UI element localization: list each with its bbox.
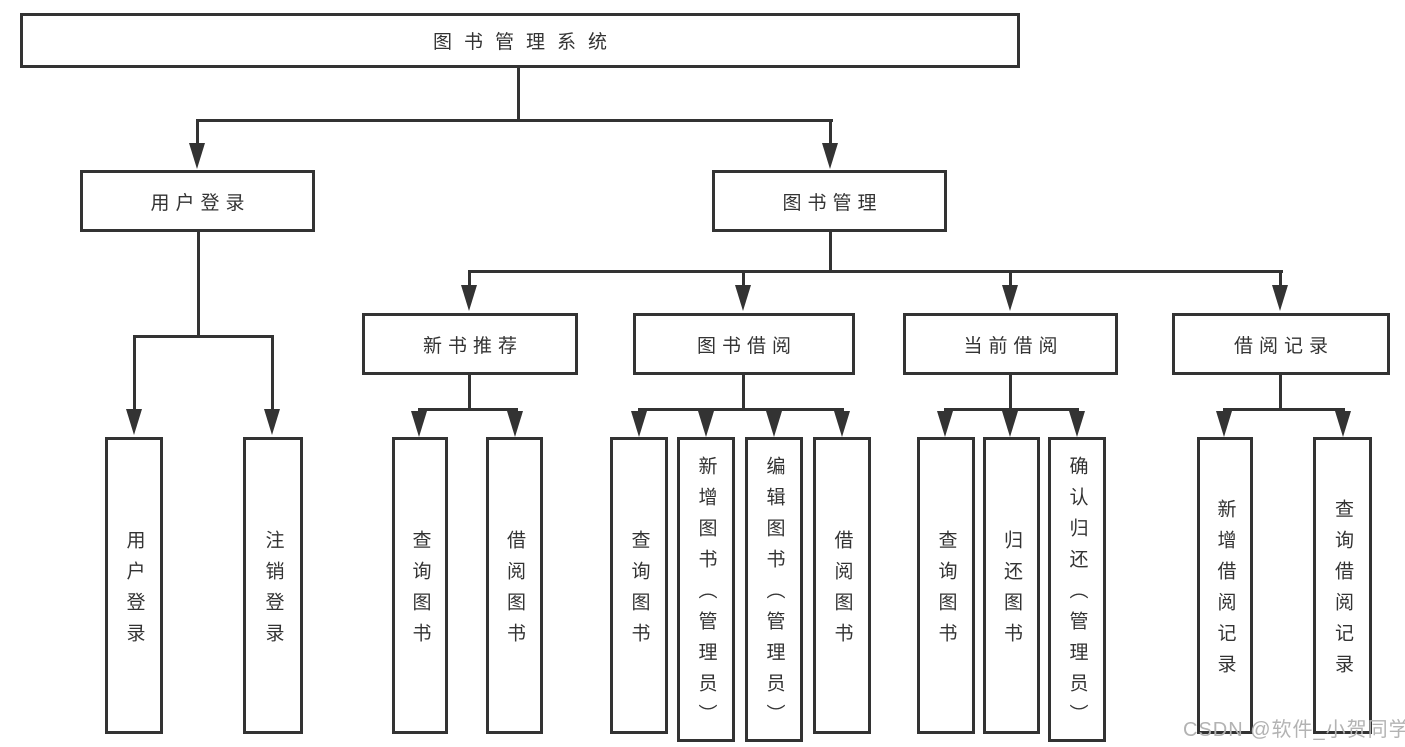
node-current-borrow: 当前借阅 (903, 313, 1118, 375)
arrowhead-g2-c4 (834, 411, 850, 437)
connector-book-mgmt-stem (829, 232, 832, 272)
node-root: 图书管理系统 (20, 13, 1020, 68)
arrowhead-current-borrow (1002, 285, 1018, 311)
node-nb-borrow-books: 借阅图书 (486, 437, 543, 734)
connector-to-user-login (196, 119, 199, 147)
connector-to-logout (271, 335, 274, 410)
node-user-login: 用户登录 (80, 170, 315, 232)
arrowhead-g4-c2 (1335, 411, 1351, 437)
node-cb-confirm-return-admin: 确认归还（管理员） (1048, 437, 1106, 742)
connector-user-login-branch (133, 335, 274, 338)
connector-user-login-stem (197, 232, 200, 335)
node-br-query-record: 查询借阅记录 (1313, 437, 1372, 734)
arrowhead-g3-c2 (1002, 411, 1018, 437)
node-borrow-records: 借阅记录 (1172, 313, 1390, 375)
arrowhead-g2-c1 (631, 411, 647, 437)
connector-g4-stem (1279, 375, 1282, 408)
node-bb-add-books-admin: 新增图书（管理员） (677, 437, 735, 742)
arrowhead-new-book-rec (461, 285, 477, 311)
arrowhead-borrow-records (1272, 285, 1288, 311)
node-login: 用户登录 (105, 437, 163, 734)
node-nb-query-books: 查询图书 (392, 437, 448, 734)
connector-to-book-mgmt (829, 119, 832, 147)
arrowhead-g3-c1 (937, 411, 953, 437)
node-cb-return-books: 归还图书 (983, 437, 1040, 734)
connector-book-mgmt-branch (469, 270, 1283, 273)
node-new-book-recommend: 新书推荐 (362, 313, 578, 375)
arrowhead-g2-c2 (698, 411, 714, 437)
arrowhead-g2-c3 (766, 411, 782, 437)
node-cb-query-books: 查询图书 (917, 437, 975, 734)
arrowhead-user-login (189, 143, 205, 169)
connector-to-current-borrow (1009, 270, 1012, 287)
connector-g1-branch (418, 408, 518, 411)
connector-root-branch (196, 119, 833, 122)
arrowhead-g4-c1 (1216, 411, 1232, 437)
watermark: CSDN @软件_小贺同学 (1183, 719, 1405, 741)
connector-g2-branch (638, 408, 844, 411)
connector-g3-stem (1009, 375, 1012, 408)
connector-root-stem (517, 66, 520, 120)
node-book-borrow: 图书借阅 (633, 313, 855, 375)
arrowhead-logout (264, 409, 280, 435)
arrowhead-login (126, 409, 142, 435)
connector-g4-branch (1223, 408, 1345, 411)
arrowhead-g3-c3 (1069, 411, 1085, 437)
node-logout: 注销登录 (243, 437, 303, 734)
node-book-management: 图书管理 (712, 170, 947, 232)
arrowhead-g1-c2 (507, 411, 523, 437)
node-bb-query-books: 查询图书 (610, 437, 668, 734)
arrowhead-book-mgmt (822, 143, 838, 169)
connector-to-new-book-rec (468, 270, 471, 287)
node-bb-borrow-books: 借阅图书 (813, 437, 871, 734)
arrowhead-book-borrow (735, 285, 751, 311)
node-bb-edit-books-admin: 编辑图书（管理员） (745, 437, 803, 742)
connector-g2-stem (742, 375, 745, 408)
node-br-add-record: 新增借阅记录 (1197, 437, 1253, 734)
connector-to-borrow-records (1279, 270, 1282, 287)
connector-to-book-borrow (742, 270, 745, 287)
connector-to-login (133, 335, 136, 410)
connector-g1-stem (468, 375, 471, 408)
arrowhead-g1-c1 (411, 411, 427, 437)
